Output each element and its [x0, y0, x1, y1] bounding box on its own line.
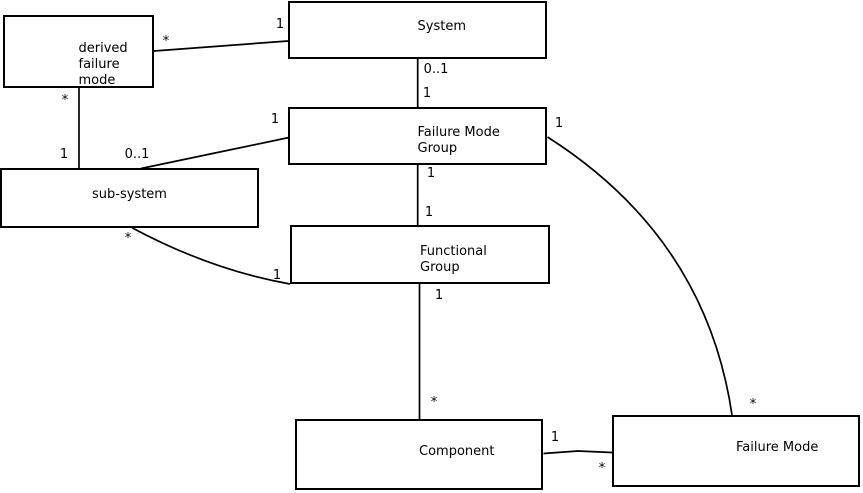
entity-label: Component: [419, 443, 495, 459]
multiplicity-label: 1: [272, 268, 282, 283]
multiplicity-label: 1: [426, 166, 436, 181]
entity-label: Failure Mode: [736, 440, 819, 455]
curve-subsystem-functionalgroup: [131, 226, 291, 285]
multiplicity-label: *: [124, 231, 132, 246]
multiplicity-label: 1: [270, 112, 280, 127]
entity-system: System: [288, 1, 547, 59]
multiplicity-label: 1: [550, 430, 560, 445]
line-derived-system: [153, 40, 289, 52]
multiplicity-label: *: [430, 395, 438, 410]
entity-failure-mode: Failure Mode: [612, 415, 860, 487]
multiplicity-label: 1: [424, 205, 434, 220]
entity-label: Functional Group: [420, 243, 487, 275]
entity-label: sub-system: [92, 187, 167, 202]
line-component-failuremode: [543, 450, 613, 455]
entity-failure-mode-group: Failure Mode Group: [288, 107, 547, 165]
line-subsystem-failuremodegroup: [140, 136, 290, 170]
multiplicity-label: 0..1: [124, 147, 150, 162]
entity-label: System: [417, 19, 466, 34]
entity-label: derived failure mode: [78, 40, 128, 88]
entity-component: Component: [295, 419, 543, 490]
multiplicity-label: 0..1: [423, 62, 449, 77]
curve-failuremodegroup-failuremode: [547, 136, 733, 416]
multiplicity-label: 1: [554, 116, 564, 131]
multiplicity-label: *: [749, 397, 757, 412]
multiplicity-label: *: [598, 461, 606, 476]
multiplicity-label: 1: [422, 86, 432, 101]
entity-sub-system: sub-system: [0, 168, 259, 228]
multiplicity-label: 1: [434, 288, 444, 303]
multiplicity-label: 1: [275, 17, 285, 32]
multiplicity-label: *: [61, 93, 69, 108]
multiplicity-label: 1: [59, 147, 69, 162]
multiplicity-label: *: [162, 34, 170, 49]
entity-functional-group: Functional Group: [290, 225, 550, 284]
entity-label: Failure Mode Group: [417, 125, 500, 156]
entity-derived-failure-mode: derived failure mode: [3, 15, 154, 88]
